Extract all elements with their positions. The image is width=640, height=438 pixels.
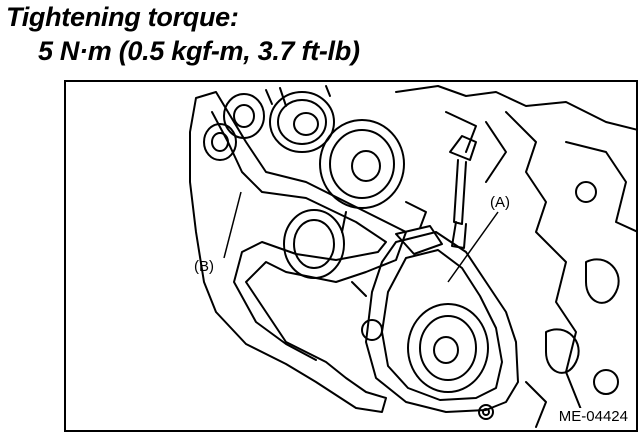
figure-frame: (A) (B) ME-04424 bbox=[64, 80, 638, 432]
callout-b: (B) bbox=[194, 258, 214, 275]
torque-heading: Tightening torque: bbox=[6, 2, 239, 32]
engine-cover-illustration bbox=[189, 85, 636, 428]
callout-a: (A) bbox=[490, 194, 510, 211]
figure-code: ME-04424 bbox=[556, 408, 630, 425]
torque-value: 5 N·m (0.5 kgf-m, 3.7 ft-lb) bbox=[38, 36, 360, 66]
